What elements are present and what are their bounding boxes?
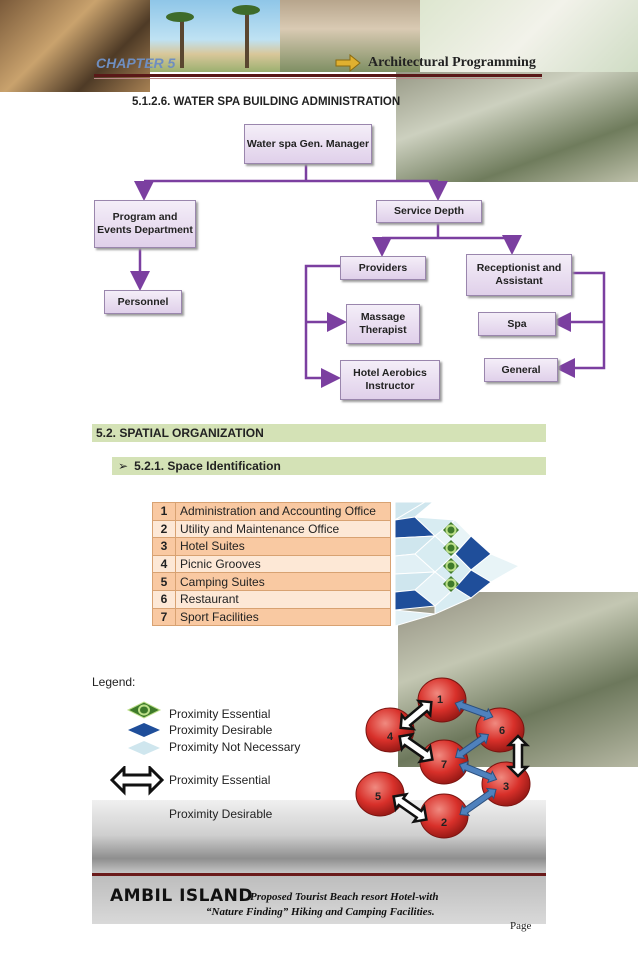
header-photo-beach — [150, 0, 280, 72]
chapter-label: CHAPTER 5 — [96, 55, 176, 71]
footer-landscape-photo — [92, 800, 546, 878]
org-box-program-events: Program and Events Department — [94, 200, 196, 248]
space-name: Hotel Suites — [175, 537, 391, 556]
org-box-general: General — [484, 358, 558, 382]
chapter-title: Architectural Programming — [368, 55, 536, 70]
adjacency-matrix — [395, 502, 520, 627]
bubble-label-3: 3 — [503, 781, 509, 793]
legend-matrix-essential: Proximity Essential — [169, 707, 271, 721]
org-box-aerobics-instructor: Hotel Aerobics Instructor — [340, 360, 440, 400]
org-box-service-depth: Service Depth — [376, 200, 482, 223]
space-name: Restaurant — [175, 589, 391, 609]
space-number: 3 — [152, 537, 176, 556]
org-box-spa: Spa — [478, 312, 556, 336]
org-box-general-manager: Water spa Gen. Manager — [244, 124, 372, 164]
section-title-bar: 5.2. SPATIAL ORGANIZATION — [92, 424, 546, 442]
bubble-label-2: 2 — [441, 817, 447, 829]
space-number: 4 — [152, 554, 176, 574]
legend-matrix-not-necessary: Proximity Not Necessary — [169, 740, 301, 754]
essential-arrow-4-7 — [398, 732, 434, 764]
space-number: 5 — [152, 572, 176, 591]
legend-matrix-desirable: Proximity Desirable — [169, 723, 273, 737]
legend-arrow-essential: Proximity Essential — [169, 773, 271, 787]
legend-arrow-desirable: Proximity Desirable — [169, 807, 273, 821]
arrow-icon — [335, 54, 361, 72]
proximity-essential-marks — [443, 522, 459, 592]
proximity-essential-diamond-icon — [126, 701, 162, 719]
space-number: 7 — [152, 607, 176, 627]
desirable-arrow-2-3 — [459, 787, 497, 817]
space-number: 2 — [152, 519, 176, 539]
desirable-arrow-1-6 — [454, 699, 494, 721]
footer-tagline-1: Proposed Tourist Beach resort Hotel-with — [250, 891, 439, 903]
essential-double-arrow-icon — [110, 766, 165, 796]
proximity-desirable-diamond-icon — [128, 723, 160, 737]
space-name: Picnic Grooves — [175, 554, 391, 574]
page-label: Page — [510, 920, 532, 932]
space-name: Utility and Maintenance Office — [175, 519, 391, 539]
essential-arrow-1-4 — [399, 699, 433, 731]
org-chart-connectors — [130, 163, 606, 388]
org-chart-heading: 5.1.2.6. WATER SPA BUILDING ADMINISTRATI… — [132, 96, 401, 108]
org-box-providers: Providers — [340, 256, 426, 280]
essential-arrow-5-2 — [392, 792, 428, 824]
essential-arrow-6-3 — [505, 734, 531, 778]
bullet-arrow-icon: ➢ — [118, 459, 129, 473]
footer-rule — [92, 873, 546, 876]
footer-tagline-2: “Nature Finding” Hiking and Camping Faci… — [206, 906, 435, 918]
desirable-arrow-7-3 — [458, 760, 498, 784]
bubble-label-5: 5 — [375, 791, 381, 803]
space-number: 1 — [152, 502, 176, 521]
space-name: Camping Suites — [175, 572, 391, 591]
legend-matrix-symbols — [126, 701, 162, 755]
legend-title: Legend: — [92, 675, 136, 689]
org-box-personnel: Personnel — [104, 290, 182, 314]
footer-band — [92, 876, 546, 924]
chapter-rule — [94, 74, 542, 77]
org-box-massage-therapist: Massage Therapist — [346, 304, 420, 344]
space-name: Administration and Accounting Office — [175, 502, 391, 521]
subsection-title-bar: ➢ 5.2.1. Space Identification — [112, 457, 546, 475]
org-box-receptionist: Receptionist and Assistant — [466, 254, 572, 296]
bubble-label-7: 7 — [441, 759, 447, 771]
subsection-title: 5.2.1. Space Identification — [134, 459, 281, 473]
footer-island-title: AMBIL ISLAND — [110, 886, 254, 906]
bubble-label-4: 4 — [387, 731, 394, 743]
space-number: 6 — [152, 589, 176, 609]
bubble-label-1: 1 — [437, 694, 443, 706]
fountain-photo-top — [396, 72, 638, 182]
desirable-arrow-6-7 — [454, 733, 490, 759]
bubble-label-6: 6 — [499, 725, 505, 737]
bubble-node-2 — [419, 793, 469, 839]
header-photo-garden — [420, 0, 638, 72]
space-name: Sport Facilities — [175, 607, 391, 627]
bubble-diagram: 1 4 6 7 3 5 2 — [355, 677, 531, 839]
proximity-not-necessary-diamond-icon — [128, 741, 160, 755]
chapter-rule-light — [94, 78, 542, 79]
